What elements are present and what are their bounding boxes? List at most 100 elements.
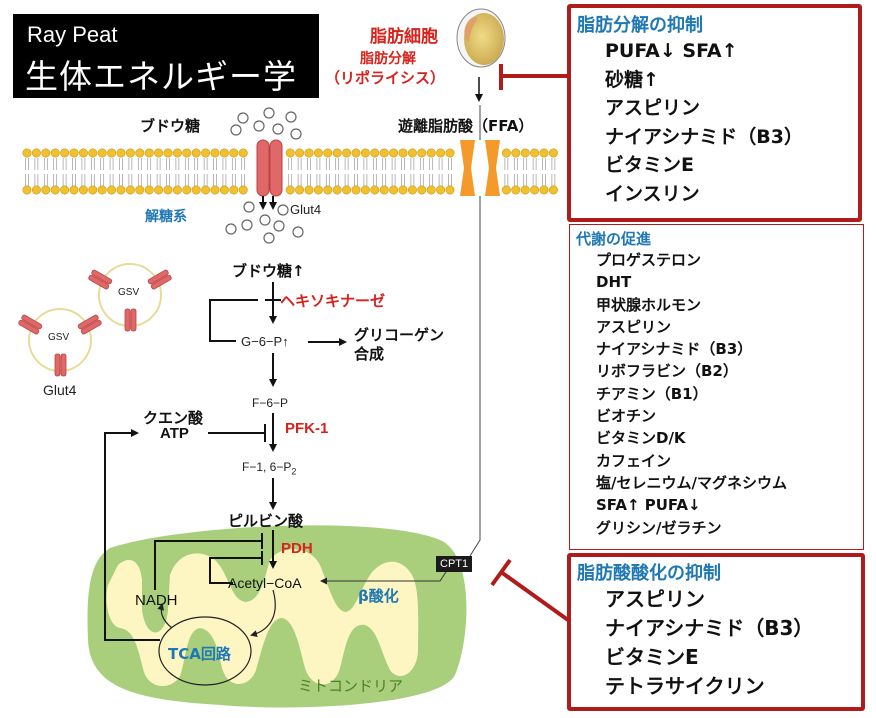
f16p2-label: F−1, 6−P2 bbox=[242, 460, 296, 476]
list-item: インスリン bbox=[605, 182, 700, 205]
lipid-head bbox=[210, 185, 220, 195]
lipid-head bbox=[78, 185, 88, 195]
lipid-head bbox=[398, 185, 408, 195]
lipid-head bbox=[530, 148, 540, 158]
lipid-head bbox=[69, 185, 79, 195]
lipid-head bbox=[360, 148, 370, 158]
lipid-head bbox=[191, 185, 201, 195]
lipolysis-inhibition-box: 脂肪分解の抑制 PUFA↓ SFA↑砂糖↑アスピリンナイアシナミド（B3）ビタミ… bbox=[567, 4, 862, 222]
ffa-transporter bbox=[460, 140, 500, 196]
lipid-head bbox=[520, 148, 530, 158]
list-item: ビオチン bbox=[596, 407, 657, 426]
atp-label: ATP bbox=[160, 425, 189, 442]
adipocyte-label: 脂肪細胞 bbox=[370, 27, 438, 47]
lipid-head bbox=[379, 148, 389, 158]
glut4-membrane-label: Glut4 bbox=[290, 202, 322, 217]
lipid-head bbox=[370, 148, 380, 158]
lipid-head bbox=[182, 148, 192, 158]
cpt1-label: CPT1 bbox=[436, 556, 473, 572]
lipid-head bbox=[313, 148, 323, 158]
mitochondria-cristae bbox=[106, 549, 419, 687]
lipid-head bbox=[295, 148, 305, 158]
lipid-head bbox=[548, 148, 558, 158]
list-item: チアミン（B1） bbox=[596, 384, 708, 403]
lipid-head bbox=[520, 185, 530, 195]
lipid-head bbox=[191, 148, 201, 158]
list-item: 甲状腺ホルモン bbox=[596, 295, 702, 314]
page-title: 生体エネルギー学 bbox=[25, 57, 297, 96]
list-item: PUFA↓ SFA↑ bbox=[605, 40, 738, 62]
lipid-head bbox=[436, 185, 446, 195]
lipid-head bbox=[22, 185, 32, 195]
fao-inhibition-connector bbox=[490, 558, 570, 622]
ffa-to-cpt1-line bbox=[469, 105, 481, 557]
lipid-head bbox=[125, 148, 135, 158]
lipid-head bbox=[501, 148, 511, 158]
mitochondria-label: ミトコンドリア bbox=[298, 677, 404, 695]
title-author: Ray Peat bbox=[27, 22, 118, 47]
lipid-head bbox=[88, 148, 98, 158]
lipid-head bbox=[135, 185, 145, 195]
lipid-head bbox=[351, 185, 361, 195]
lipid-head bbox=[426, 185, 436, 195]
lipid-head bbox=[172, 148, 182, 158]
lipid-head bbox=[370, 185, 380, 195]
lipolysis-inhibition-connector bbox=[499, 64, 568, 90]
lipid-head bbox=[436, 148, 446, 158]
lipolysis-reading-label: （リポライシス） bbox=[325, 69, 446, 87]
citrate-label: クエン酸 bbox=[143, 409, 204, 427]
lipid-head bbox=[219, 148, 229, 158]
lipid-head bbox=[201, 148, 211, 158]
lipid-head bbox=[445, 185, 455, 195]
f16p2-text: F−1, 6−P bbox=[242, 460, 292, 474]
lipid-head bbox=[163, 185, 173, 195]
lipid-head bbox=[445, 148, 455, 158]
glucose-arrows-down bbox=[259, 196, 277, 210]
lipid-head bbox=[97, 148, 107, 158]
lipid-head bbox=[182, 185, 192, 195]
lipid-head bbox=[116, 185, 126, 195]
lipid-head bbox=[31, 148, 41, 158]
lipid-head bbox=[323, 185, 333, 195]
lipid-head bbox=[332, 148, 342, 158]
pyruvate-label: ピルビン酸 bbox=[228, 512, 304, 530]
lipid-head bbox=[417, 185, 427, 195]
list-item: ビタミンD/K bbox=[596, 429, 686, 448]
lipid-head bbox=[144, 185, 154, 195]
glut4-transporter bbox=[256, 139, 283, 197]
lipid-head bbox=[304, 185, 314, 195]
fatty-acid-oxidation-inhibition-heading: 脂肪酸酸化の抑制 bbox=[577, 563, 721, 584]
lipid-head bbox=[22, 148, 32, 158]
lipid-head bbox=[116, 148, 126, 158]
glycogen-synthesis-label: 合成 bbox=[354, 345, 385, 363]
lipid-head bbox=[210, 148, 220, 158]
lipid-head bbox=[41, 148, 51, 158]
lipid-head bbox=[379, 185, 389, 195]
lipid-head bbox=[97, 185, 107, 195]
list-item: アスピリン bbox=[596, 317, 672, 336]
f6p-label: F−6−P bbox=[252, 396, 289, 410]
list-item: 砂糖↑ bbox=[605, 68, 659, 91]
pdh-label: PDH bbox=[281, 540, 313, 557]
lipolysis-inhibition-heading: 脂肪分解の抑制 bbox=[577, 15, 703, 36]
lipid-head bbox=[107, 185, 117, 195]
list-item: グリシン/ゼラチン bbox=[596, 518, 722, 537]
lipid-head bbox=[60, 185, 70, 195]
lipid-head bbox=[41, 185, 51, 195]
lipid-head bbox=[285, 185, 295, 195]
lipid-head bbox=[389, 148, 399, 158]
lipid-head bbox=[172, 185, 182, 195]
lipid-head bbox=[163, 148, 173, 158]
list-item: ナイアシナミド（B3） bbox=[596, 340, 753, 359]
lipid-head bbox=[398, 148, 408, 158]
lipolysis-label: 脂肪分解 bbox=[360, 51, 416, 67]
gsv-vesicle bbox=[18, 308, 102, 377]
acetyl-coa-label: Acetyl−CoA bbox=[228, 575, 302, 591]
lipid-head bbox=[539, 148, 549, 158]
lipid-head bbox=[60, 148, 70, 158]
lipid-head bbox=[125, 185, 135, 195]
